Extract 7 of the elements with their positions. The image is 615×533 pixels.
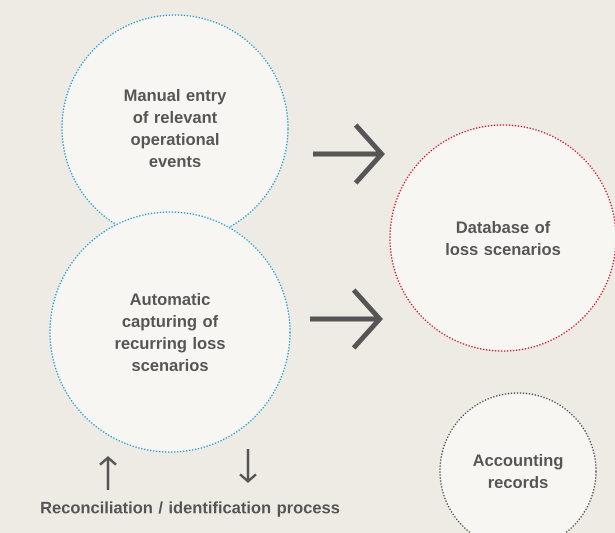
arrow	[239, 449, 257, 483]
circle-node: Database of loss scenarios	[389, 124, 615, 352]
circle-node: Manual entry of relevant operational events	[61, 14, 289, 242]
arrow	[99, 456, 117, 490]
circle-node: Accounting records	[439, 392, 597, 533]
circle-node: Automatic capturing of recurring loss scenarios	[49, 211, 291, 453]
process-label: Reconciliation / identification process	[41, 501, 340, 517]
